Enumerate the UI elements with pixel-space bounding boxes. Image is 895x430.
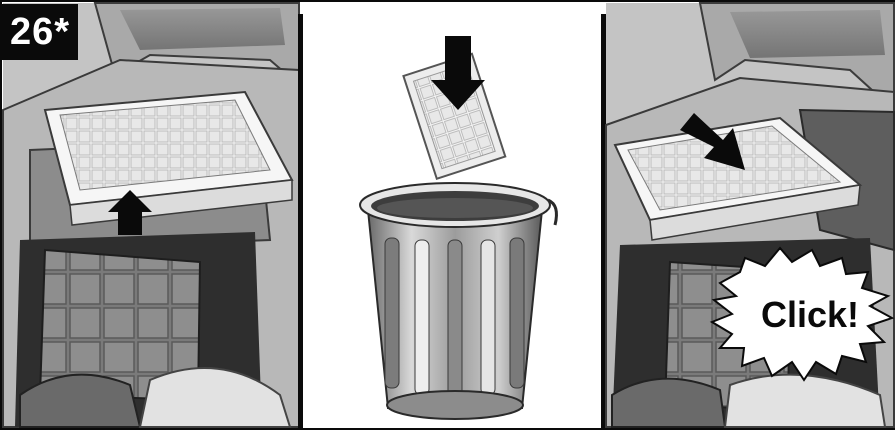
panel-divider	[298, 14, 303, 428]
step-number-badge: 26*	[2, 4, 78, 60]
panel-lift-filter	[3, 3, 299, 427]
click-callout-label: Click!	[735, 294, 885, 336]
panel-insert-filter	[606, 3, 894, 427]
